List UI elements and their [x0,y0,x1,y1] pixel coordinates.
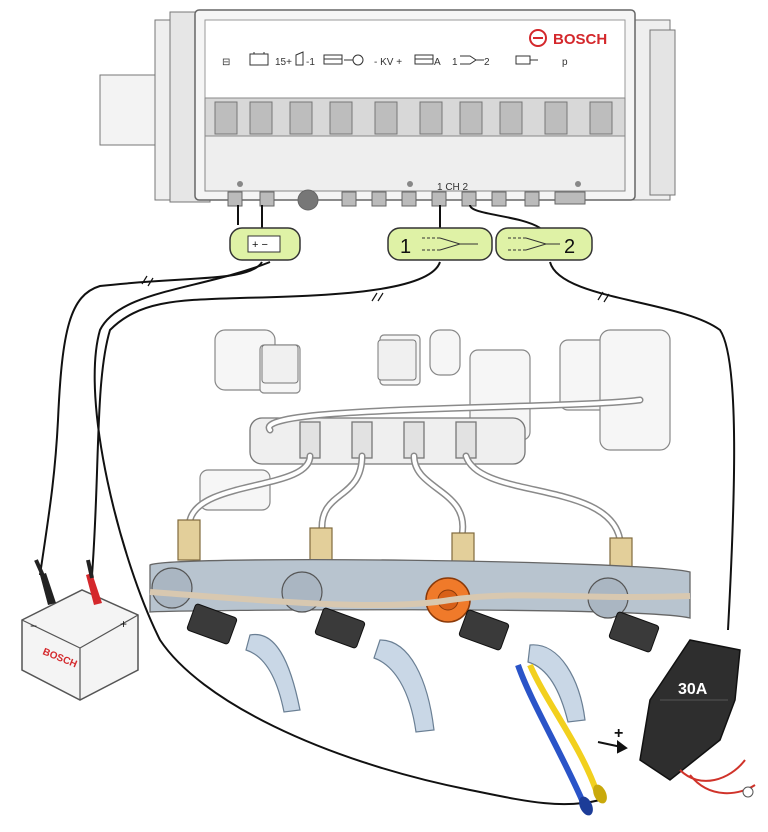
channel1-connector-tag: 1 [387,227,493,261]
brand-text: BOSCH [553,31,607,48]
panel-label-7: p [562,57,568,68]
cables [39,204,736,806]
probe-y-icon [422,237,478,251]
panel-label-4: A [434,57,441,68]
panel-label-1: 15+ [275,57,292,68]
battery-tag-symbols: + − [252,239,268,251]
battery-clamp-black-icon [34,559,56,605]
current-clamp: 30A + [597,639,756,798]
panel-label-0: ⊟ [222,57,230,68]
socket-row [227,189,586,211]
probe-y-icon [508,237,560,251]
brand-logo: BOSCH [529,29,607,48]
clamp-direction-symbol: + [614,725,623,742]
current-direction-arrow-icon [597,740,628,754]
clamp-rating: 30A [678,681,708,698]
panel-label-2: -1 [306,57,315,68]
test-probes [515,663,607,816]
channel2-connector-tag: 2 [495,227,593,261]
channel1-number: 1 [400,236,411,258]
battery-clamp-red-icon [86,559,102,605]
panel-label-3: - KV + [374,57,402,68]
clamp-symbol-icon [414,54,434,65]
injector-symbol-icon [323,54,364,66]
probe-symbol-icon [460,55,484,65]
channel-label: 1 CH 2 [437,182,469,193]
battery-connector-tag: + − [229,227,301,261]
pressure-sensor-icon [295,51,304,66]
engine-illustration [149,320,691,733]
battery-plus: + [120,617,127,631]
battery-minus: − [30,619,37,633]
panel-label-5: 1 [452,57,458,68]
channel2-number: 2 [564,236,575,258]
battery: BOSCH − + [21,559,139,701]
tester-unit: BOSCH ⊟ 15+ -1 - KV + A 1 2 p 1 CH 2 [99,9,676,211]
panel-label-6: 2 [484,57,490,68]
connector-symbol-icon [515,55,538,65]
battery-symbol-icon [249,52,269,66]
